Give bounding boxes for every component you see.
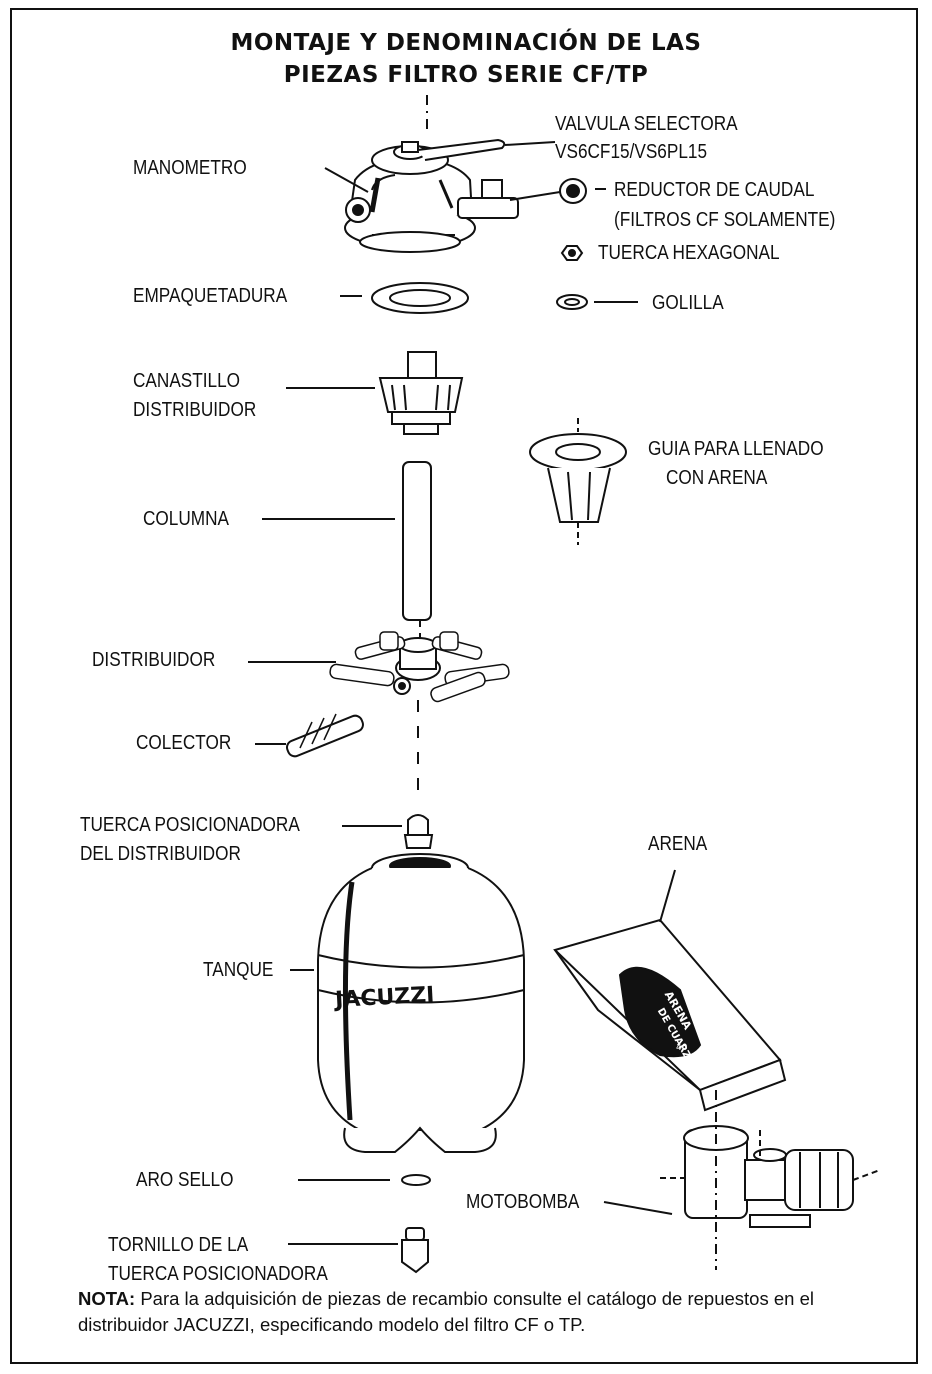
column-pipe: [402, 461, 432, 621]
label-colector: COLECTOR: [136, 732, 232, 754]
label-tornillo-2: TUERCA POSICIONADORA: [108, 1263, 328, 1285]
footnote-text: Para la adquisición de piezas de recambi…: [78, 1288, 814, 1335]
label-tuerca-hexagonal: TUERCA HEXAGONAL: [598, 242, 780, 264]
label-empaquetadura: EMPAQUETADURA: [133, 285, 288, 307]
flow-reducer: [509, 178, 587, 204]
label-manometro: MANOMETRO: [133, 157, 247, 179]
distributor-basket: [378, 351, 464, 435]
label-guia-1: GUIA PARA LLENADO: [648, 438, 824, 460]
hex-nut: [560, 245, 584, 261]
label-canastillo-1: CANASTILLO: [133, 370, 241, 392]
washer: [556, 294, 588, 310]
positioning-screw: [401, 1227, 429, 1274]
tank-brand-logo: JACUZZI: [333, 983, 435, 1013]
footnote-label: NOTA:: [78, 1288, 136, 1309]
valvula-leader: [504, 141, 556, 146]
manometro-leader: [324, 167, 369, 193]
label-tuerca-posicionadora-1: TUERCA POSICIONADORA: [80, 814, 300, 836]
gasket: [371, 282, 469, 314]
label-aro-sello: ARO SELLO: [136, 1169, 234, 1191]
sand-fill-guide: [529, 418, 627, 545]
label-tanque: TANQUE: [203, 959, 274, 981]
label-valvula-2: VS6CF15/VS6PL15: [555, 141, 708, 163]
distributor-hub: [329, 631, 510, 703]
selector-valve: [344, 138, 519, 253]
label-columna: COLUMNA: [143, 508, 230, 530]
page-border: [10, 8, 918, 1364]
positioning-nut: [403, 814, 434, 849]
label-motobomba: MOTOBOMBA: [466, 1191, 580, 1213]
label-distribuidor: DISTRIBUIDOR: [92, 649, 216, 671]
sand-bag: [553, 918, 787, 1112]
title-line-2: PIEZAS FILTRO SERIE CF/TP: [283, 62, 649, 88]
pump-motor: [660, 1090, 881, 1270]
sand-bag-text-3: 40: [676, 1043, 688, 1053]
label-guia-2: CON ARENA: [666, 467, 768, 489]
collector: [286, 713, 364, 758]
label-valvula-1: VALVULA SELECTORA: [555, 113, 738, 135]
label-arena: ARENA: [648, 833, 708, 855]
footnote: NOTA: Para la adquisición de piezas de r…: [78, 1286, 908, 1338]
seal-ring: [401, 1174, 431, 1186]
label-tuerca-posicionadora-2: DEL DISTRIBUIDOR: [80, 843, 241, 865]
label-reductor-2: (FILTROS CF SOLAMENTE): [614, 209, 836, 231]
label-reductor-1: REDUCTOR DE CAUDAL: [614, 179, 815, 201]
label-canastillo-2: DISTRIBUIDOR: [133, 399, 257, 421]
title-line-1: MONTAJE Y DENOMINACIÓN DE LAS: [230, 30, 702, 56]
label-tornillo-1: TORNILLO DE LA: [108, 1234, 249, 1256]
label-golilla: GOLILLA: [652, 292, 724, 314]
filter-tank: [317, 853, 525, 1153]
